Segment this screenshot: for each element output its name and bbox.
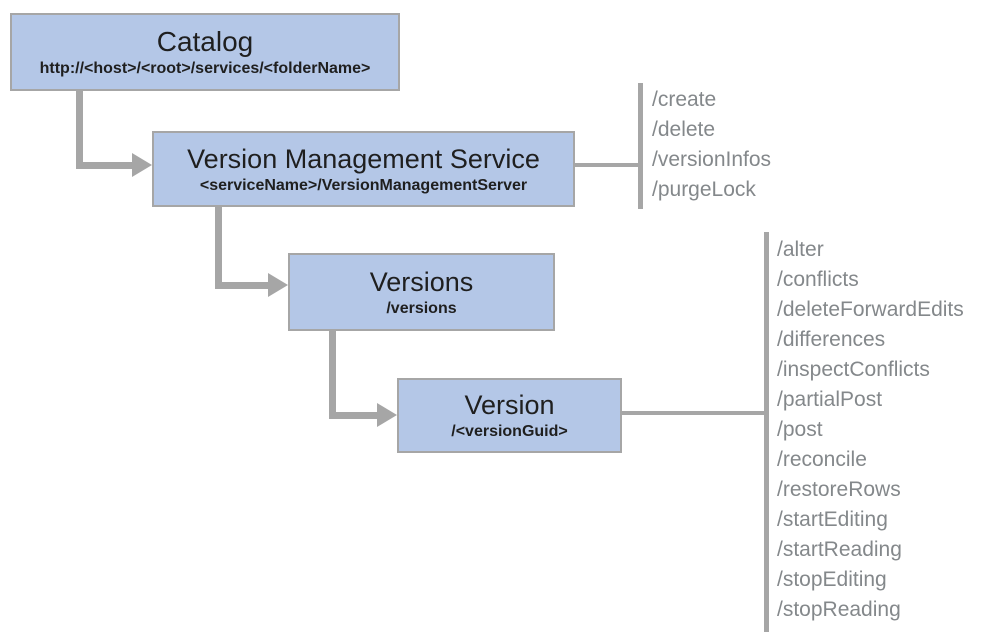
operation-label: /inspectConflicts xyxy=(777,358,930,381)
operation-label: /purgeLock xyxy=(652,178,756,201)
version-operations-bracket-line xyxy=(764,232,769,632)
connector-vms-to-operations xyxy=(575,163,638,167)
connector-versions-to-version-horizontal xyxy=(329,412,379,419)
connector-vms-to-versions-vertical xyxy=(215,207,222,289)
version-url: /<versionGuid> xyxy=(451,423,568,440)
operation-label: /alter xyxy=(777,238,824,261)
version-management-service-node: Version Management Service <serviceName>… xyxy=(152,131,575,207)
operation-label: /conflicts xyxy=(777,268,859,291)
connector-version-to-operations xyxy=(622,411,764,415)
operation-label: /startReading xyxy=(777,538,902,561)
versions-title: Versions xyxy=(369,266,474,297)
operation-label: /versionInfos xyxy=(652,148,772,171)
operation-label: /post xyxy=(777,418,823,441)
connector-versions-to-version-vertical xyxy=(329,331,336,419)
vms-operations-list: /create/delete/versionInfos/purgeLock xyxy=(652,85,771,205)
operation-label: /restoreRows xyxy=(777,478,901,501)
catalog-title: Catalog xyxy=(156,25,254,57)
connector-catalog-to-vms-horizontal xyxy=(76,162,134,169)
connector-vms-to-versions-horizontal xyxy=(215,282,270,289)
versions-url: /versions xyxy=(386,299,457,317)
catalog-node: Catalog http://<host>/<root>/services/<f… xyxy=(10,13,400,91)
operation-label: /differences xyxy=(777,328,886,351)
operation-label: /stopReading xyxy=(777,598,901,621)
operation-label: /create xyxy=(652,88,717,111)
arrowhead-icon xyxy=(268,273,288,297)
catalog-url: http://<host>/<root>/services/<folderNam… xyxy=(39,59,371,77)
version-title: Version xyxy=(464,390,555,420)
connector-catalog-to-vms-vertical xyxy=(76,91,83,169)
arrowhead-icon xyxy=(132,153,152,177)
operation-label: /startEditing xyxy=(777,508,888,531)
version-operations-list: /alter/conflicts/deleteForwardEdits/diff… xyxy=(777,235,964,625)
operation-label: /reconcile xyxy=(777,448,867,471)
arrowhead-icon xyxy=(377,403,397,427)
operation-label: /stopEditing xyxy=(777,568,887,591)
operation-label: /deleteForwardEdits xyxy=(777,298,964,321)
vms-operations-bracket-line xyxy=(638,83,643,209)
version-management-service-title: Version Management Service xyxy=(187,143,540,174)
operation-label: /partialPost xyxy=(777,388,883,411)
versions-node: Versions /versions xyxy=(288,253,555,331)
version-management-service-url: <serviceName>/VersionManagementServer xyxy=(199,176,528,194)
operation-label: /delete xyxy=(652,118,716,141)
version-node: Version /<versionGuid> xyxy=(397,378,622,453)
